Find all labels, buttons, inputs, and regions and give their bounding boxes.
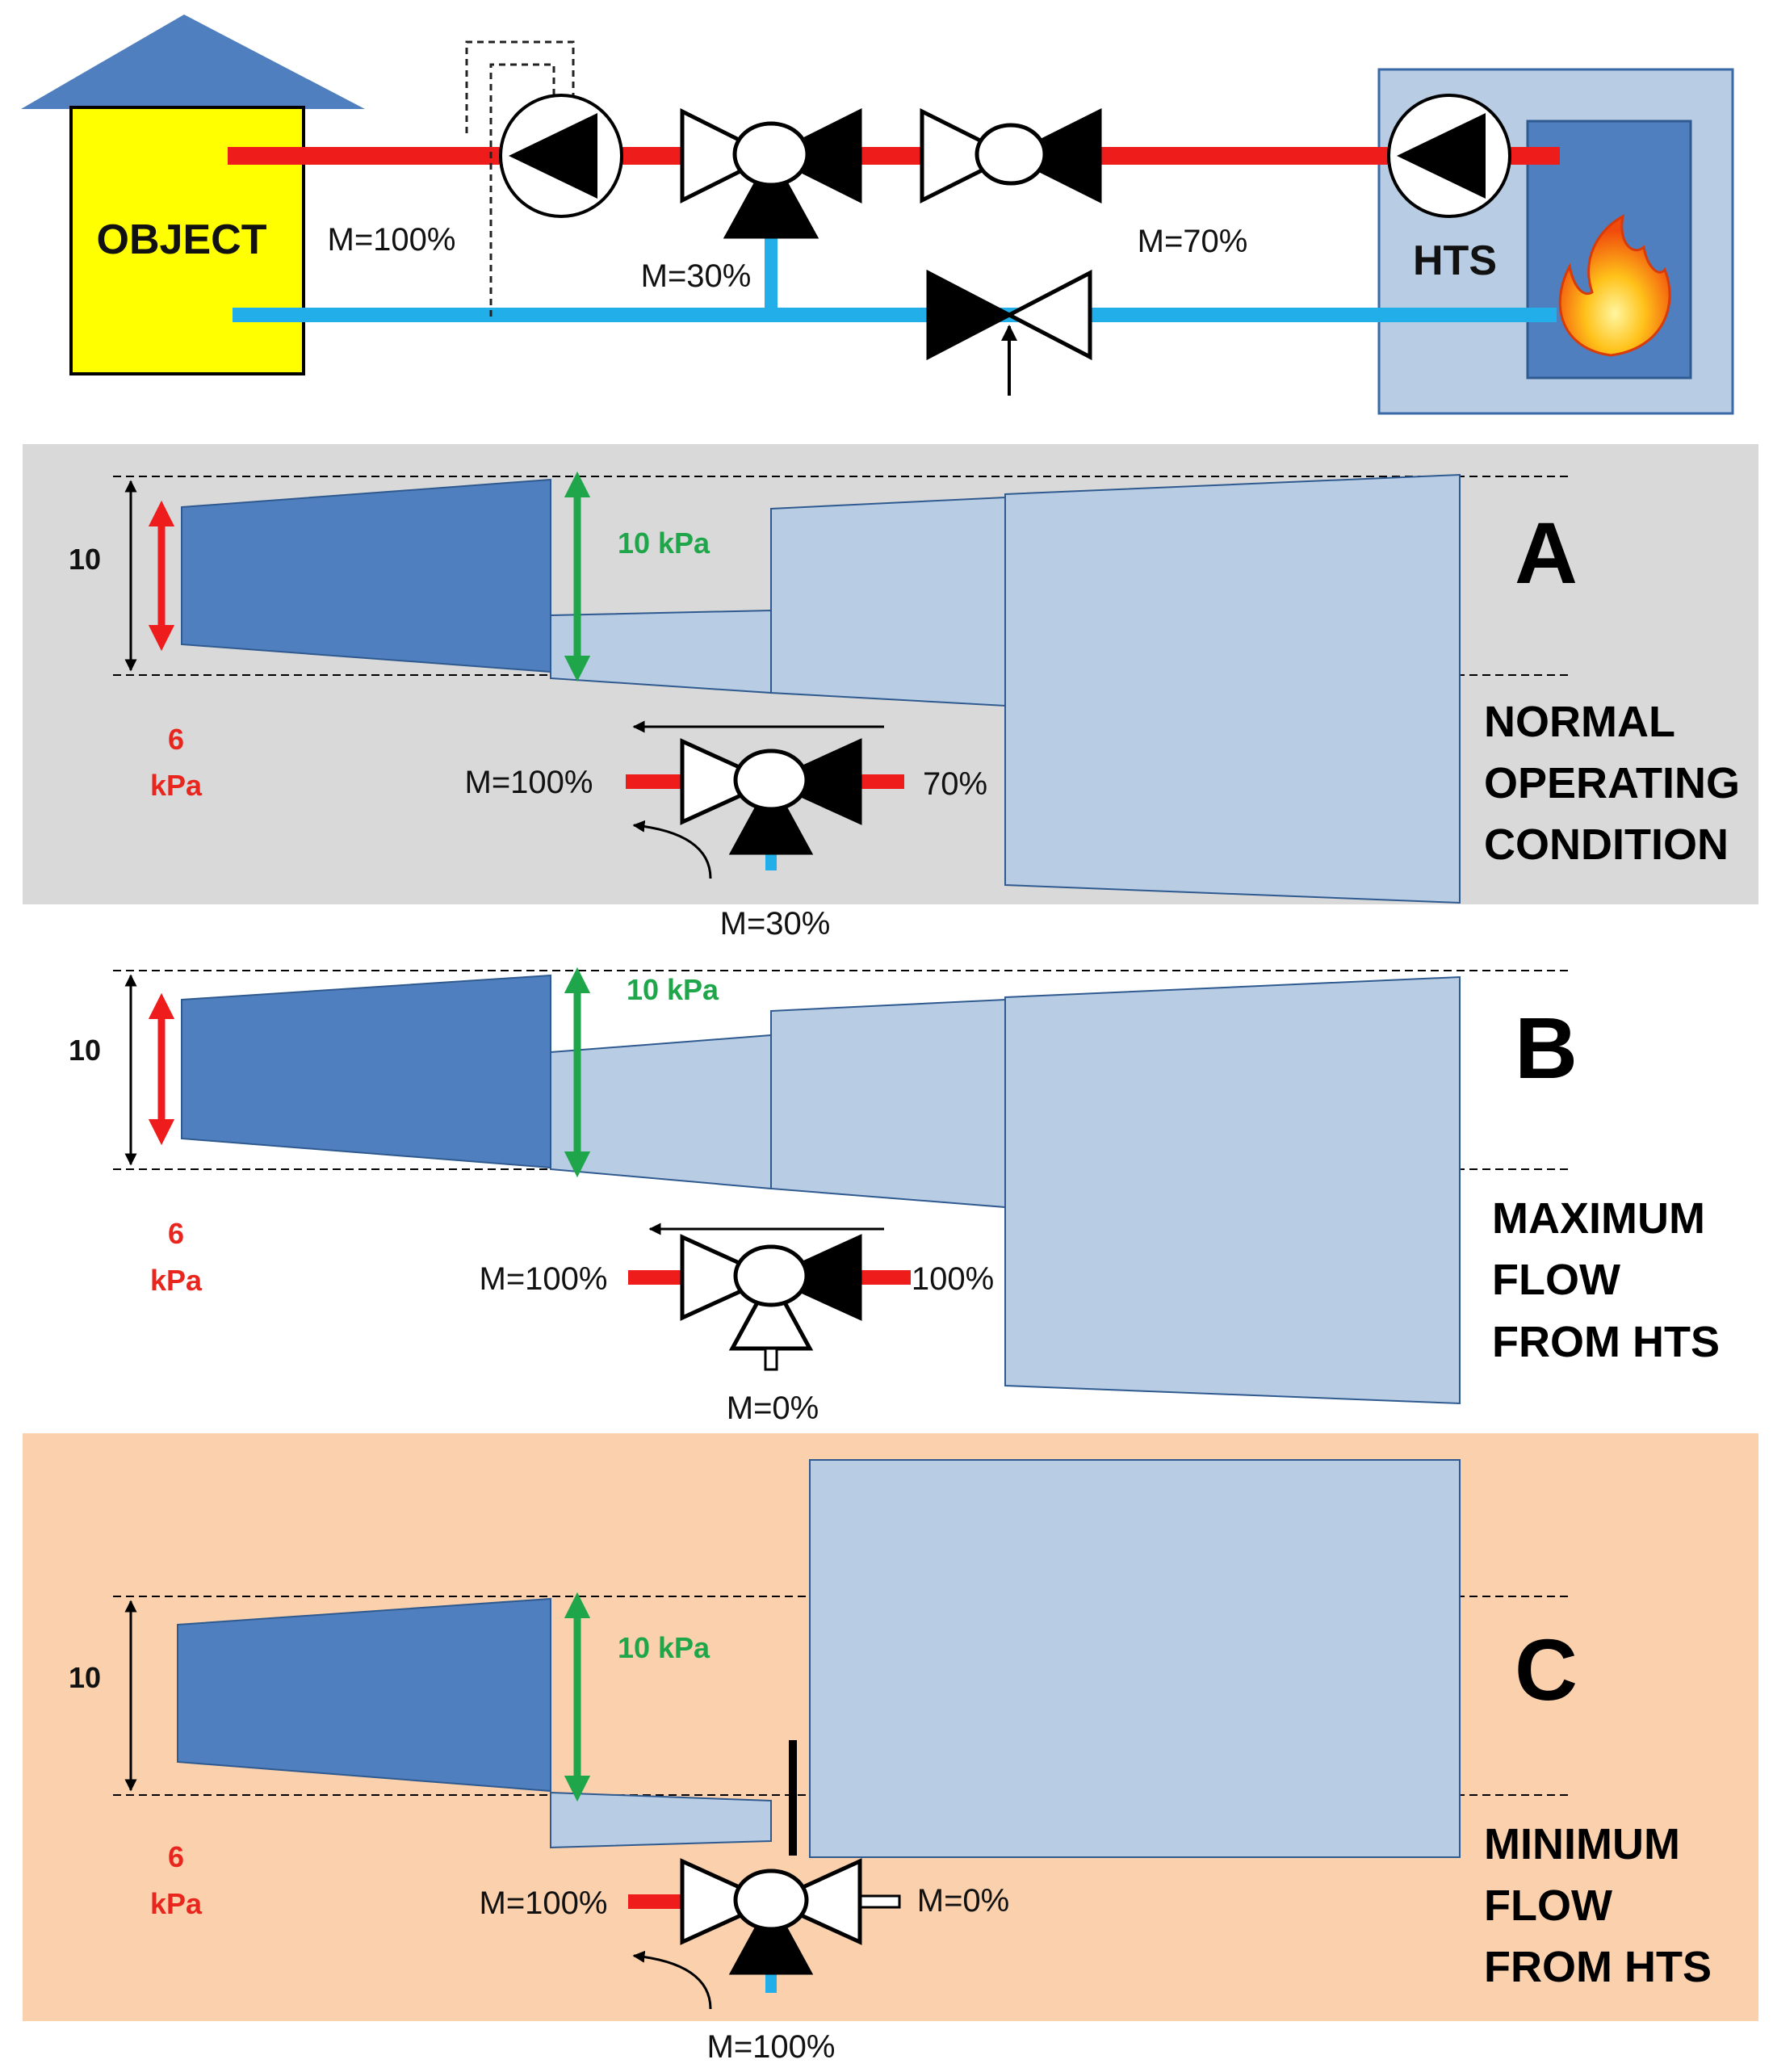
panel-c-bypass-bar [550,1791,772,1849]
panel-a-red-unit: kPa [150,769,203,802]
panel-c-condition-line-2: FLOW [1484,1881,1612,1930]
object-roof [21,15,365,109]
panel-b-bypass-bar [550,1034,772,1190]
panel-c: 10 10 kPa 6 kPa M=100% M=0% M=100% C MIN… [23,1433,1758,2065]
panel-a-scale-value: 10 [69,543,101,576]
panel-c-red-unit: kPa [150,1887,203,1920]
panel-a-valve-icon [680,738,862,855]
panel-a-valve-right-label: 70% [923,766,987,802]
panel-a-object-bar [181,478,551,673]
panel-b-green-label: 10 kPa [627,973,719,1006]
panel-c-valve-closed-port [856,1894,901,1909]
panel-b-hts-bar [1004,975,1461,1405]
panel-b-red-value: 6 [168,1217,184,1250]
panel-a-letter: A [1515,504,1578,602]
flow-bypass-label: M=30% [641,258,752,294]
flame-icon [1558,214,1671,357]
panel-c-valve-bottom-label: M=100% [707,2029,836,2065]
panel-b-valve-right-label: 100% [912,1261,994,1297]
panel-a-valve-bottom-label: M=30% [720,906,831,942]
panel-b-letter: B [1515,999,1578,1097]
panel-a-bypass-curve-arrow [632,820,712,879]
panel-b-scale-value: 10 [69,1034,101,1067]
panel-a-hts-bar [1004,473,1461,904]
balancing-valve-icon [920,107,1102,204]
panel-c-object-bar [177,1597,551,1793]
panel-c-red-value: 6 [168,1840,184,1873]
panel-a-condition-line-2: OPERATING [1484,759,1740,807]
panel-c-letter: C [1515,1621,1578,1718]
panel-b-condition-line-2: FLOW [1492,1256,1620,1304]
panel-b-object-bar [181,974,551,1169]
schematic: OBJECT HTS [21,15,1734,415]
impulse-line-outer [465,40,575,133]
panel-b-valve-icon [680,1234,862,1371]
panel-a-condition-line-3: CONDITION [1484,820,1729,869]
object-label: OBJECT [97,216,267,263]
panel-a: 10 10 kPa 6 kPa M=100% 70% M=30% A NORMA… [23,444,1758,942]
panel-b-condition-line-1: MAXIMUM [1492,1194,1705,1243]
panel-c-hts-bar [809,1459,1461,1858]
control-valve-icon [926,269,1092,396]
panel-a-green-label: 10 kPa [618,526,710,560]
panel-c-condition-line-1: MINIMUM [1484,1820,1680,1869]
impulse-line-inner [489,63,555,317]
panel-c-valve-right-label: M=0% [917,1883,1010,1919]
panel-c-scale-value: 10 [69,1661,101,1694]
hts-pump-icon [1387,94,1511,218]
pump-icon [499,94,623,218]
panel-c-green-label: 10 kPa [618,1631,710,1664]
panel-b-valve-left-label: M=100% [480,1261,608,1297]
flow-hts-label: M=70% [1138,224,1248,259]
panel-a-valve-left-label: M=100% [465,765,593,800]
panel-b-valve-bar [770,998,1006,1209]
panel-c-condition-line-3: FROM HTS [1484,1943,1712,1991]
panel-a-bypass-bar [550,609,772,694]
panel-c-valve-icon [680,1858,862,1975]
panel-b-valve-bottom-label: M=0% [727,1390,819,1426]
panel-c-bypass-curve-arrow [632,1950,712,2010]
panel-b: 10 10 kPa 6 kPa M=100% 100% M=0% B MAXIM… [69,967,1720,1426]
three-way-valve-icon [680,107,862,239]
flow-object-label: M=100% [328,222,456,258]
panel-a-valve-bar [770,496,1006,707]
panel-c-valve-left-label: M=100% [480,1885,608,1921]
panel-a-red-value: 6 [168,723,184,756]
panel-b-condition-line-3: FROM HTS [1492,1318,1720,1366]
panel-a-condition-line-1: NORMAL [1484,698,1675,746]
panel-b-red-unit: kPa [150,1264,203,1297]
hts-label: HTS [1413,237,1497,284]
